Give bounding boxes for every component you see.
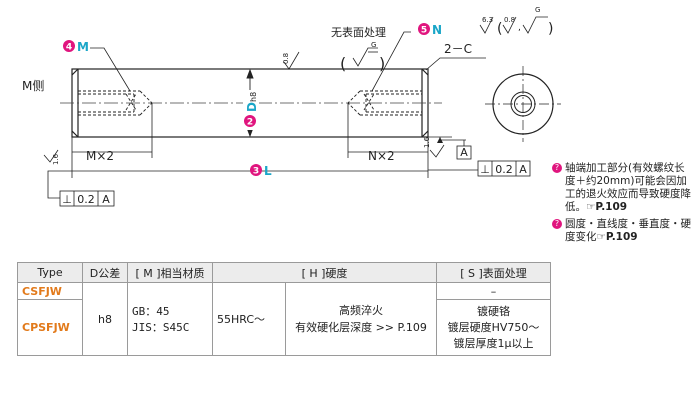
note-2: ? 圆度・直线度・垂直度・硬度变化☞P.109	[552, 218, 693, 244]
header-surface: [ S ]表面处理	[436, 262, 551, 283]
type-cell[interactable]: CSFJW	[17, 282, 83, 300]
callout-m-badge	[63, 40, 75, 52]
d-tol-cell: h8	[82, 282, 128, 356]
datum-label: A	[460, 146, 468, 159]
surface-cell: –	[436, 282, 551, 300]
runout-frame-left	[59, 190, 115, 207]
runout-right-value: 0.2	[495, 163, 513, 176]
roughness-paren-value: G	[371, 41, 376, 49]
rough-header-paren-open: (	[497, 21, 502, 37]
dimension-lines	[71, 103, 429, 178]
callout-n-letter: N	[432, 23, 442, 37]
roughness-right-value: 1.6	[423, 136, 431, 148]
callout-d-badge	[244, 115, 256, 127]
note-ref[interactable]: P.109	[605, 231, 638, 243]
side-label: M侧	[22, 79, 44, 93]
roughness-header: 6.3 ( 0.8 , G )	[479, 6, 553, 37]
callout-d-tol: h8	[249, 92, 258, 102]
callout-n-num: 5	[421, 26, 427, 36]
callout-l-num: 3	[253, 167, 259, 177]
roughness-symbol-top	[283, 51, 300, 70]
type-cell[interactable]: CPSFJW	[17, 299, 83, 356]
header-material: [ M ]相当材质	[127, 262, 213, 283]
callout-d-num: 2	[247, 118, 253, 128]
runout-left-datum: A	[102, 193, 110, 206]
rough-header-comma: ,	[518, 23, 521, 33]
material-cell: GB：45 JIS：S45C	[127, 282, 213, 356]
paren-right: )	[379, 54, 385, 73]
notes: ? 轴端加工部分(有效螺纹长度＋约20mm)可能会因加工的退火效应而导致硬度降低…	[552, 162, 693, 248]
runout-symbol-left: ⊥	[62, 193, 72, 206]
note-ref[interactable]: P.109	[595, 201, 628, 213]
shaft-end-view	[485, 66, 561, 142]
callout-l-letter: L	[264, 164, 272, 178]
dim-n-label: N×2	[368, 149, 395, 163]
runout-left-value: 0.2	[77, 193, 95, 206]
surface-cell: 镀硬铬 镀层硬度HV750～ 镀层厚度1μ以上	[436, 299, 551, 356]
chamfer-label: 2－C	[444, 42, 472, 56]
rough-header-3: G	[535, 6, 540, 14]
runout-symbol: ⊥	[480, 163, 490, 176]
roughness-symbol-paren	[352, 47, 378, 67]
hardness-cell: 55HRC～	[212, 282, 286, 356]
rough-header-paren-close: )	[548, 21, 553, 37]
note-1: ? 轴端加工部分(有效螺纹长度＋约20mm)可能会因加工的退火效应而导致硬度降低…	[552, 162, 693, 214]
callout-d-letter: D	[245, 102, 259, 112]
table-row: CSFJW h8 GB：45 JIS：S45C 55HRC～ 高频淬火 有效硬化…	[17, 282, 551, 356]
roughness-top-value: 0.8	[282, 53, 290, 64]
runout-right-datum: A	[519, 163, 527, 176]
header-type: Type	[17, 262, 83, 283]
callout-n-badge	[418, 23, 430, 35]
table-header-row: Type D公差 [ M ]相当材质 [ H ]硬度 [ S ]表面处理	[17, 262, 551, 283]
paren-left: (	[340, 54, 346, 73]
table-row: CPSFJW 镀硬铬 镀层硬度HV750～ 镀层厚度1μ以上	[17, 299, 551, 356]
spec-table: Type D公差 [ M ]相当材质 [ H ]硬度 [ S ]表面处理 CSF…	[17, 262, 551, 356]
callout-m-num: 4	[66, 43, 72, 53]
note-marker: ?	[552, 163, 562, 173]
callout-m-letter: M	[77, 40, 89, 54]
note-marker: ?	[552, 219, 562, 229]
callout-l-badge	[250, 164, 262, 176]
header-hardness: [ H ]硬度	[212, 262, 437, 283]
note-text: 圆度・直线度・垂直度・硬度变化	[565, 218, 691, 243]
rough-header-1: 6.3	[482, 16, 493, 24]
dim-m-label: M×2	[86, 149, 114, 163]
rough-header-2: 0.8	[504, 16, 515, 24]
note-text: 轴端加工部分(有效螺纹长度＋约20mm)可能会因加工的退火效应而导致硬度降低。	[565, 162, 691, 213]
technical-drawing: M侧	[22, 6, 561, 207]
roughness-left-value: 1.6	[52, 153, 60, 165]
no-surface-label: 无表面处理	[331, 25, 386, 39]
runout-frame-right	[477, 160, 531, 177]
header-d-tol: D公差	[82, 262, 128, 283]
heat-treatment-cell: 高频淬火 有效硬化层深度 >> P.109	[285, 282, 437, 356]
